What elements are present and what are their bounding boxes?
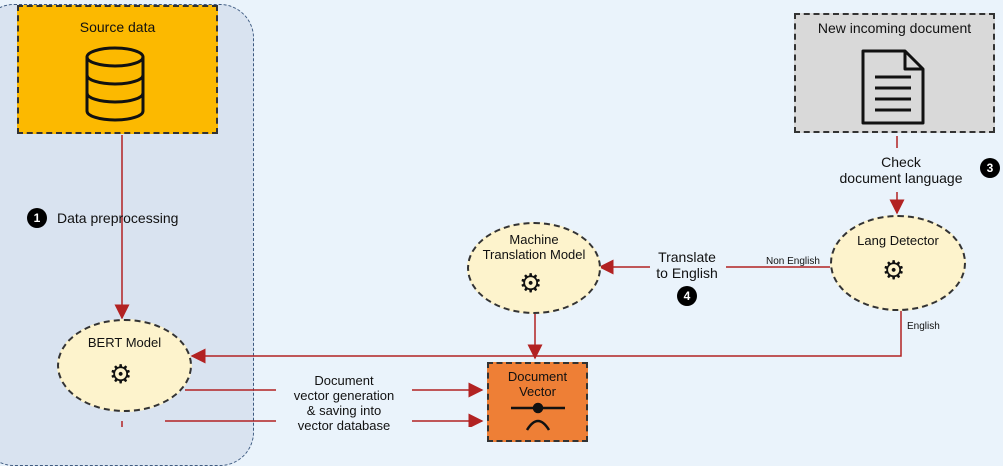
step-4-label-line1: Translate xyxy=(658,249,716,265)
lang-detector-label: Lang Detector xyxy=(857,233,939,248)
step-3-badge: 3 xyxy=(980,158,1000,178)
step-4-badge: 4 xyxy=(677,286,697,306)
vector-gen-line3: & saving into xyxy=(306,403,382,418)
new-document-label: New incoming document xyxy=(817,20,972,36)
new-document-box: New incoming document xyxy=(794,13,995,133)
mt-label-line2: Translation Model xyxy=(482,247,586,262)
vector-gen-line4: vector database xyxy=(297,418,391,433)
source-data-box: Source data xyxy=(17,5,218,134)
database-icon xyxy=(85,46,145,122)
document-vector-box: Document Vector xyxy=(487,362,588,442)
gears-icon: ⚙ xyxy=(109,359,133,389)
bert-model-label: BERT Model xyxy=(87,335,162,350)
gears-icon: ⚙ xyxy=(882,255,906,285)
step-4-label-line2: to English xyxy=(656,265,718,281)
non-english-label: Non English xyxy=(766,256,820,267)
arrow-english-to-bert xyxy=(190,310,902,364)
machine-translation-node: Machine Translation Model ⚙ xyxy=(467,222,601,314)
english-label: English xyxy=(907,321,940,332)
document-icon xyxy=(861,49,925,125)
mt-label-line1: Machine xyxy=(509,232,559,247)
vector-pen-icon xyxy=(511,402,565,431)
step-3-label-line2: document language xyxy=(839,170,963,186)
step-1-label: Data preprocessing xyxy=(57,210,179,226)
source-data-label: Source data xyxy=(79,19,156,35)
vector-gen-line1: Document xyxy=(314,373,374,388)
step-1-badge: 1 xyxy=(27,208,47,228)
step-3-label-line1: Check xyxy=(881,154,921,170)
gears-icon: ⚙ xyxy=(519,268,543,298)
doc-vector-line1: Document xyxy=(507,369,568,384)
bert-model-node: BERT Model ⚙ xyxy=(57,319,192,412)
connector-lines xyxy=(114,135,905,427)
doc-vector-line2: Vector xyxy=(519,384,556,399)
lang-detector-node: Lang Detector ⚙ xyxy=(830,215,966,311)
vector-gen-line2: vector generation xyxy=(293,388,395,403)
